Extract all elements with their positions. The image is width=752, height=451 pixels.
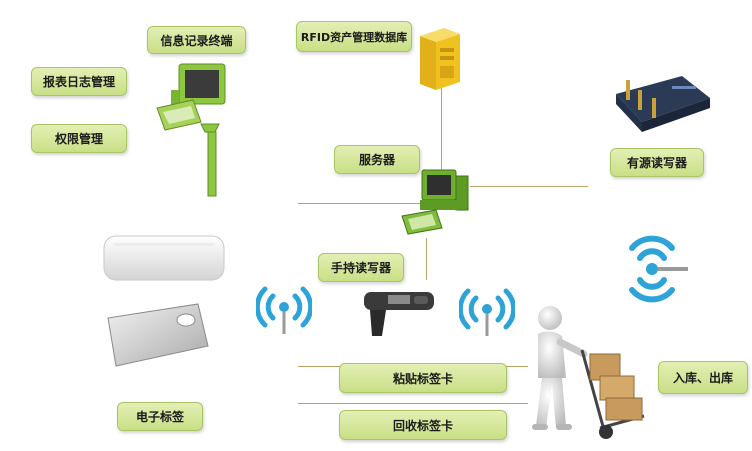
in-out-label: 入库、出库 <box>658 361 748 394</box>
terminal-label: 信息记录终端 <box>147 26 246 54</box>
connector-down-vertical <box>426 238 427 280</box>
wifi-signal-icon <box>624 234 690 304</box>
active-reader-device-icon <box>612 64 714 134</box>
connector-top-vertical <box>441 88 442 188</box>
e-tag-label: 电子标签 <box>117 402 203 431</box>
active-reader-label: 有源读写器 <box>610 148 704 177</box>
recycle-tag-label: 回收标签卡 <box>339 410 507 440</box>
report-log-label: 报表日志管理 <box>31 67 127 96</box>
handheld-reader-label: 手持读写器 <box>318 253 404 282</box>
database-label: RFID资产管理数据库 <box>296 21 412 52</box>
network-computer-icon <box>400 166 472 238</box>
server-label: 服务器 <box>334 145 420 174</box>
rfid-tag-icon <box>96 302 212 370</box>
connector-right-horizontal <box>470 186 588 187</box>
handheld-reader-icon <box>360 286 438 338</box>
connector-bottom-horizontal <box>298 403 528 404</box>
wifi-signal-icon <box>256 283 312 335</box>
wifi-signal-icon <box>459 285 515 337</box>
stick-tag-label: 粘贴标签卡 <box>339 363 507 393</box>
connector-left-horizontal <box>298 203 430 204</box>
server-icon <box>414 26 464 92</box>
person-handcart-icon <box>520 304 654 442</box>
rfid-tag-icon <box>100 232 228 284</box>
terminal-computer-icon <box>153 60 241 200</box>
permission-label: 权限管理 <box>31 124 127 153</box>
